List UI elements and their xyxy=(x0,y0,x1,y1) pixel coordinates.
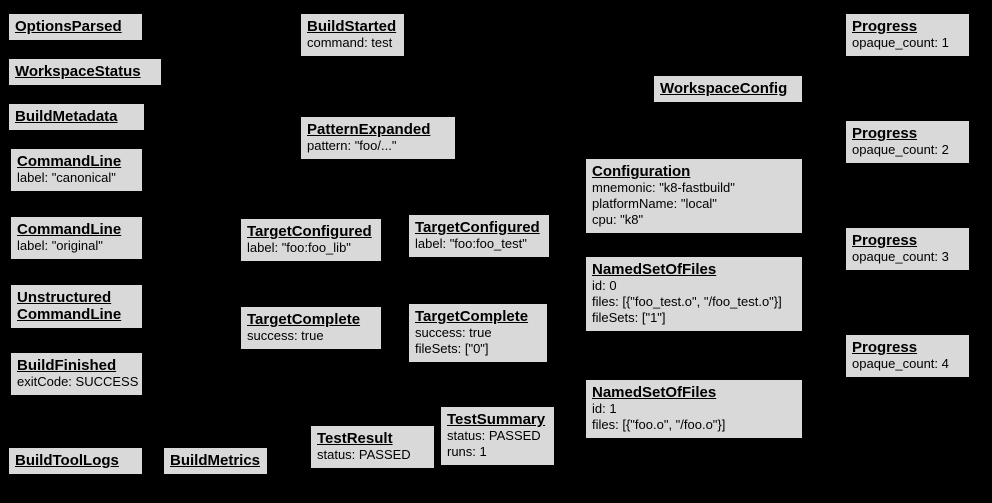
node-title: Progress xyxy=(852,339,918,356)
node-title: PatternExpanded xyxy=(307,121,431,138)
node-field: pattern: "foo/..." xyxy=(307,138,397,153)
node-title: CommandLine xyxy=(17,153,122,170)
node-field: success: true xyxy=(415,325,492,340)
node-field: label: "foo:foo_test" xyxy=(415,236,527,251)
node-field: id: 0 xyxy=(592,278,617,293)
node-title: BuildMetrics xyxy=(170,452,261,469)
node-field: label: "foo:foo_lib" xyxy=(247,240,351,255)
node-title: TargetConfigured xyxy=(247,223,372,240)
node-title: TargetConfigured xyxy=(415,219,540,236)
node-field: files: [{"foo_test.o", "/foo_test.o"}] xyxy=(592,294,782,309)
node-field: runs: 1 xyxy=(447,444,487,459)
node-title: NamedSetOfFiles xyxy=(592,261,717,278)
node-title: Progress xyxy=(852,18,918,35)
node-field: success: true xyxy=(247,328,324,343)
node-title: TargetComplete xyxy=(247,311,361,328)
node-title: Configuration xyxy=(592,163,691,180)
node-title: BuildToolLogs xyxy=(15,452,119,469)
node-field: id: 1 xyxy=(592,401,617,416)
node-field: opaque_count: 4 xyxy=(852,356,949,371)
node-field: opaque_count: 1 xyxy=(852,35,949,50)
node-field: label: "original" xyxy=(17,238,103,253)
node-field: fileSets: ["1"] xyxy=(592,310,666,325)
node-field: mnemonic: "k8-fastbuild" xyxy=(592,180,735,195)
node-field: files: [{"foo.o", "/foo.o"}] xyxy=(592,417,726,432)
node-title: OptionsParsed xyxy=(15,18,122,35)
node-field: exitCode: SUCCESS xyxy=(17,374,139,389)
node-field: cpu: "k8" xyxy=(592,212,644,227)
node-workspace-status: WorkspaceStatus xyxy=(8,58,162,86)
node-field: opaque_count: 2 xyxy=(852,142,949,157)
node-title: BuildFinished xyxy=(17,357,117,374)
node-field: fileSets: ["0"] xyxy=(415,341,489,356)
node-title: BuildMetadata xyxy=(15,108,118,125)
node-title: WorkspaceStatus xyxy=(15,63,141,80)
node-field: status: PASSED xyxy=(317,447,411,462)
node-title: TargetComplete xyxy=(415,308,529,325)
node-title: TestSummary xyxy=(447,411,546,428)
node-field: platformName: "local" xyxy=(592,196,717,211)
node-build-metadata: BuildMetadata xyxy=(8,103,145,131)
node-title: BuildStarted xyxy=(307,18,397,35)
node-title: TestResult xyxy=(317,430,393,447)
node-build-tool-logs: BuildToolLogs xyxy=(8,447,143,475)
node-title: NamedSetOfFiles xyxy=(592,384,717,401)
node-field: opaque_count: 3 xyxy=(852,249,949,264)
node-workspace-config: WorkspaceConfig xyxy=(653,75,803,103)
node-title: Progress xyxy=(852,232,918,249)
node-build-metrics: BuildMetrics xyxy=(163,447,268,475)
node-field: status: PASSED xyxy=(447,428,541,443)
node-title: Progress xyxy=(852,125,918,142)
node-options-parsed: OptionsParsed xyxy=(8,13,143,41)
node-title: WorkspaceConfig xyxy=(660,80,788,97)
node-field: command: test xyxy=(307,35,393,50)
node-field: label: "canonical" xyxy=(17,170,116,185)
node-title: CommandLine xyxy=(17,221,122,238)
